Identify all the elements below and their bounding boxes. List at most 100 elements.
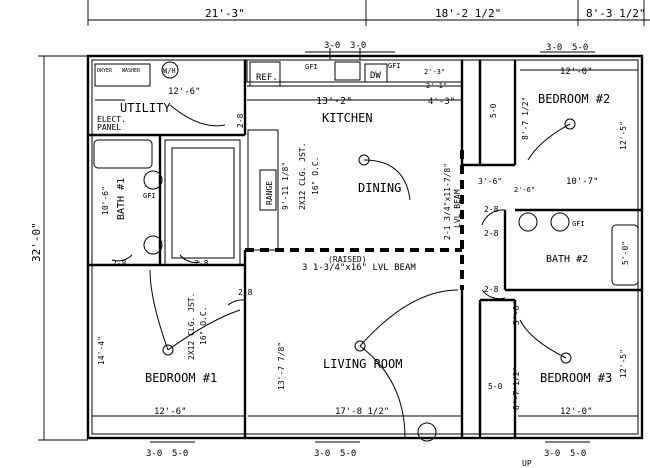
- kitchen-range: RANGE: [265, 181, 274, 205]
- top-window-4: 5-0: [572, 43, 588, 53]
- dim-bath-3-6: 3'-6": [512, 301, 521, 325]
- room-bedroom3: BEDROOM #3: [540, 371, 612, 385]
- dim-living-depth: 13'-7 7/8": [277, 342, 286, 390]
- dim-kitchen-width: 13'-2": [316, 96, 352, 107]
- door-swing-bedroom3: [481, 289, 506, 300]
- kitchen-gfi-2: GFI: [388, 62, 401, 70]
- dim-bedroom2-side: 12'-5": [619, 121, 628, 150]
- note-up: UP: [522, 459, 532, 468]
- dim-bedroom2-inner: 10'-7": [566, 177, 599, 187]
- left-dimension-line: [38, 55, 88, 441]
- bedroom3-walls: [480, 298, 517, 438]
- bedroom1-light: [162, 344, 174, 356]
- utility-room-walls: [88, 60, 247, 137]
- door-pantry: 2'-6": [514, 186, 535, 194]
- room-utility: UTILITY: [120, 101, 171, 115]
- bedroom3-light: [560, 352, 572, 364]
- living-light-arc-2: [359, 345, 406, 439]
- door-swing-bedroom2: [481, 209, 506, 226]
- note-lvl-beam-1: 2-1 3/4"x11-7/8": [443, 163, 452, 240]
- top-window-1: 3-0: [324, 41, 340, 51]
- bottom-window-2: 5-0: [172, 449, 188, 459]
- dim-top-mid: 18'-2 1/2": [435, 7, 501, 20]
- dim-kitchen-small: 4'-3": [428, 97, 455, 107]
- bottom-window-4: 5-0: [340, 449, 356, 459]
- elect-panel-line2: PANEL: [97, 123, 121, 132]
- kitchen-joist-1: 2X12 CLG. JST.: [298, 143, 307, 210]
- dim-bath2-side: 5'-0": [621, 241, 630, 265]
- dim-living-width: 17'-8 1/2": [335, 407, 389, 417]
- dim-bedroom3-width: 12'-0": [560, 407, 593, 417]
- utility-light-arc: [169, 104, 226, 127]
- door-bath1: 2-8: [112, 259, 127, 268]
- door-bedroom1: 2-8: [238, 288, 253, 297]
- dim-bath1-depth: 10'-6": [101, 186, 110, 215]
- door-closet1: 2-8: [194, 259, 209, 268]
- fixture-dryer: DRYER: [97, 68, 113, 74]
- dim-ref-small: 2'-3": [424, 68, 445, 76]
- door-utility: 2-8: [236, 113, 245, 128]
- top-window-3: 3-0: [546, 43, 562, 53]
- bedroom2-walls: [460, 60, 642, 212]
- bath1-walls: [88, 135, 241, 267]
- dim-kitchen-depth: 9'-11 1/8": [281, 162, 290, 210]
- bath1-gfi: GFI: [143, 192, 156, 200]
- bottom-window-6: 5-0: [570, 449, 586, 459]
- door-bedroom3: 2-8: [484, 285, 499, 294]
- fixture-dw: DW: [370, 71, 381, 81]
- bedroom1-light-arc-2: [167, 309, 241, 351]
- bath2-gfi: GFI: [572, 220, 585, 228]
- bottom-window-3: 3-0: [314, 449, 330, 459]
- top-windows: [305, 48, 595, 60]
- dim-bedroom2-width: 12'-0": [560, 67, 593, 77]
- room-dining: DINING: [358, 181, 401, 195]
- room-bedroom1: BEDROOM #1: [145, 371, 217, 385]
- dim-pantry: 3'-6": [478, 177, 502, 186]
- dim-left-total: 32'-0": [30, 222, 43, 262]
- top-window-2: 3-0: [350, 41, 366, 51]
- dim-bedroom1-width: 12'-6": [154, 407, 187, 417]
- door-swing-closet: [179, 254, 201, 263]
- kitchen-joist-2: 16" O.C.: [311, 156, 320, 195]
- room-bedroom2: BEDROOM #2: [538, 92, 610, 106]
- bedroom1-joist-2: 16" O.C.: [199, 306, 208, 345]
- bedroom3-light-arc: [519, 319, 567, 359]
- door-swing-bath1: [111, 254, 133, 262]
- dim-ref-small2: 2'-1": [426, 82, 447, 90]
- bedroom2-light-arc: [527, 123, 571, 161]
- elect-panel-line1: ELECT.: [97, 115, 126, 124]
- top-dimension-line: [87, 0, 650, 26]
- room-bath2: BATH #2: [546, 254, 588, 265]
- bedroom1-light-arc: [149, 269, 169, 351]
- living-light: [354, 340, 366, 352]
- fixture-ref: REF.: [256, 73, 278, 83]
- bottom-window-1: 3-0: [146, 449, 162, 459]
- dim-top-left: 21'-3": [205, 7, 245, 20]
- dim-bedroom3-depth: 8'-7 1/2": [512, 367, 521, 410]
- living-walls: [460, 290, 482, 438]
- kitchen-counters: [246, 59, 463, 251]
- bedroom1-walls: [160, 250, 247, 438]
- note-lvl-beam-2: LVL BEAM: [453, 189, 462, 228]
- entry-door-swing: [417, 422, 437, 442]
- dim-top-right: 8'-3 1/2": [586, 7, 646, 20]
- dining-light-arc: [363, 159, 411, 201]
- door-swing-bedroom1: [227, 299, 246, 306]
- room-bath1: BATH #1: [116, 178, 127, 220]
- kitchen-gfi-1: GFI: [305, 63, 318, 71]
- note-raised-beam: 3 1-3/4"x16" LVL BEAM: [302, 263, 416, 273]
- living-light-arc: [359, 289, 459, 347]
- closet-top-label: 5-0: [489, 103, 498, 118]
- bedroom1-joist-1: 2X12 CLG. JST.: [187, 293, 196, 360]
- dim-bedroom3-side: 12'-5": [619, 349, 628, 378]
- room-kitchen: KITCHEN: [322, 111, 373, 125]
- dim-bedroom2-depth: 8'-7 1/2": [521, 97, 530, 140]
- room-living: LIVING ROOM: [323, 357, 402, 371]
- fixture-washer: WASHER: [122, 68, 141, 74]
- dim-bedroom1-depth: 14'-4": [97, 336, 106, 365]
- door-bath2: 2-8: [484, 229, 499, 238]
- door-bedroom2: 2-8: [484, 205, 499, 214]
- utility-width: 12'-6": [168, 87, 201, 97]
- fixture-wh: W/H: [163, 67, 176, 75]
